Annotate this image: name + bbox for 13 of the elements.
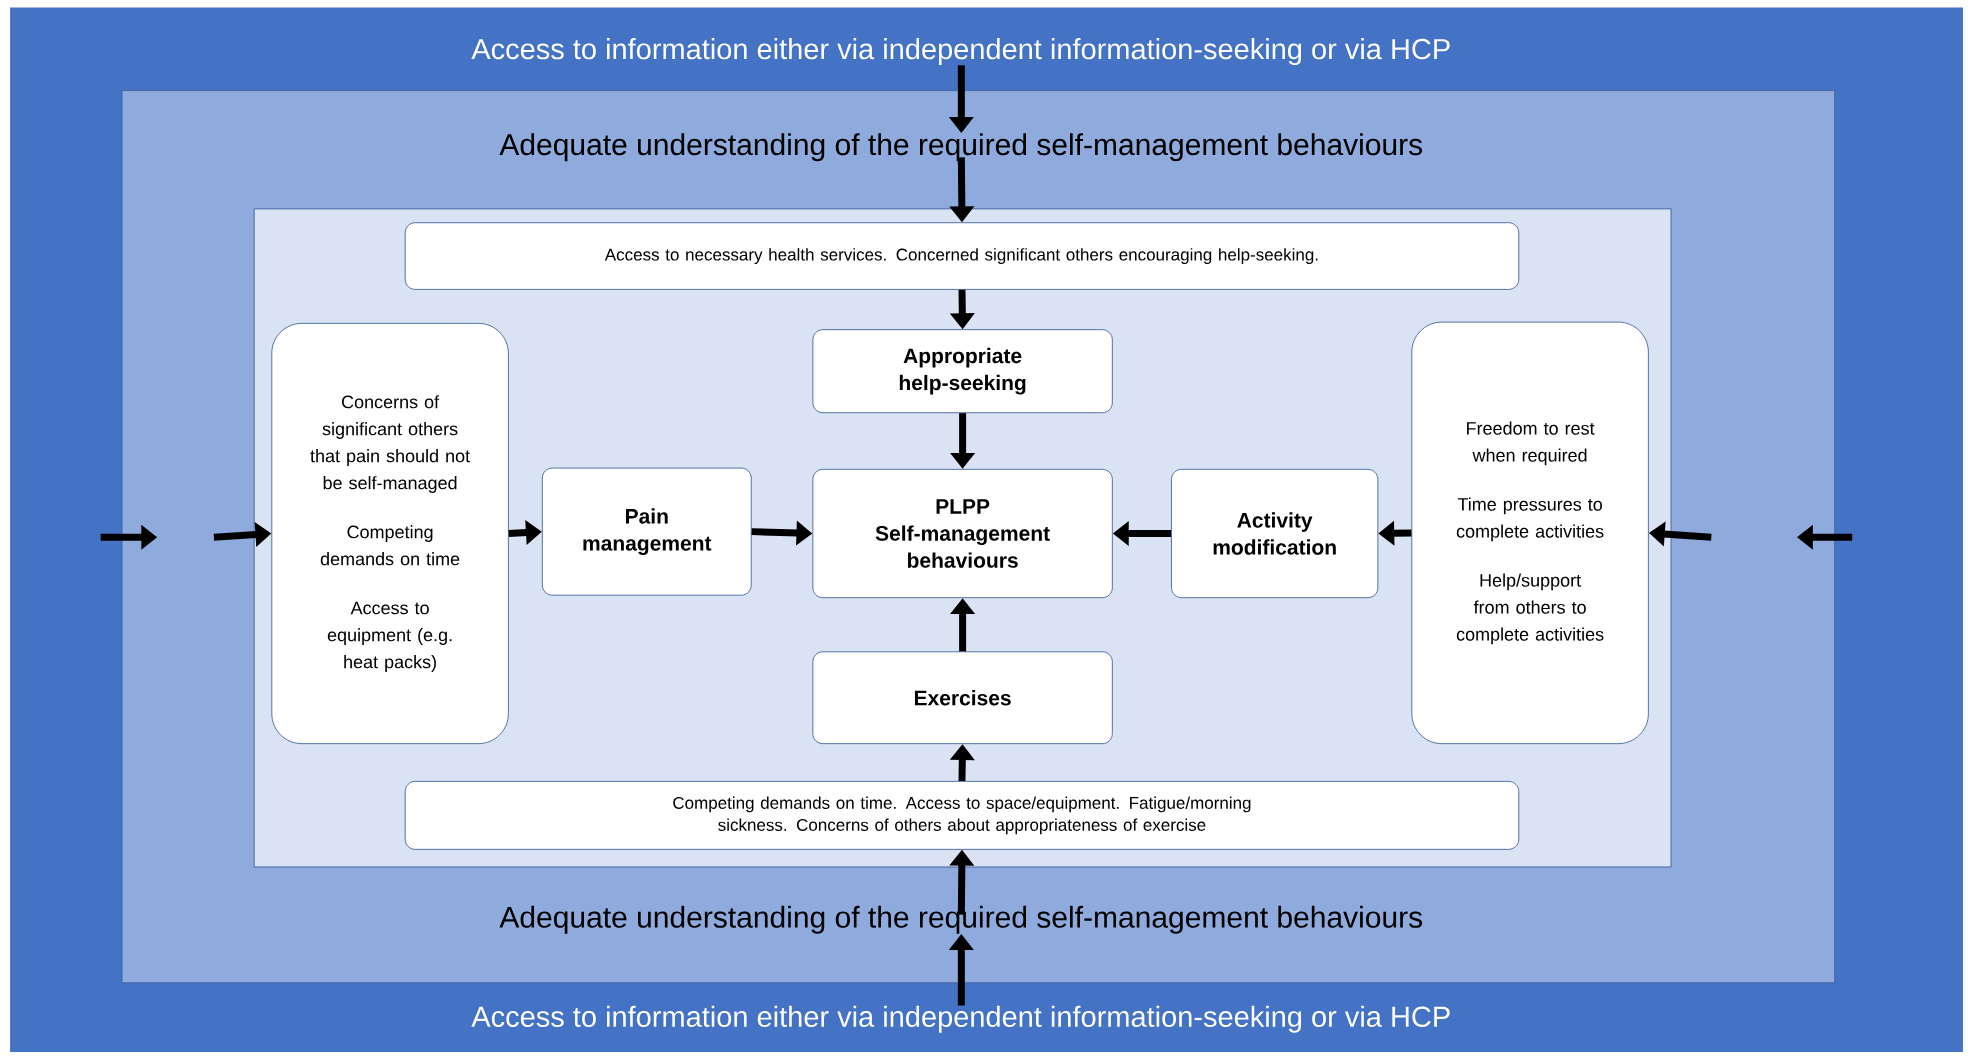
process-box: PLPP Self-management behaviours (812, 468, 1113, 599)
process-box: Pain management (541, 467, 752, 596)
process-box: Exercises (812, 651, 1113, 745)
factor-box: Access to necessary health services. Concerned significant others encouraging help-seeking. (404, 222, 1520, 290)
factor-box: Competing demands on time. Access to space/equipment. Fatigue/morning sickness. Concerns of others about appropriateness of exercise (404, 781, 1520, 850)
band-heading: Adequate understanding of the required self-management behaviours (499, 133, 1423, 162)
band-heading: Access to information either via independent information-seeking or via HCP (471, 1005, 1450, 1033)
process-box: Activity modification (1171, 468, 1379, 599)
factor-box: Concerns of significant others that pain should not be self-managed Competing demands on time Access to equipment (e.g. heat packs) (271, 323, 509, 745)
band-heading: Adequate understanding of the required self-management behaviours (499, 905, 1423, 934)
factor-box: Freedom to rest when required Time pressures to complete activities Help/support from others to complete activities (1411, 321, 1649, 745)
band-heading: Access to information either via independent information-seeking or via HCP (471, 38, 1450, 66)
process-box: Appropriate help-seeking (812, 329, 1113, 414)
